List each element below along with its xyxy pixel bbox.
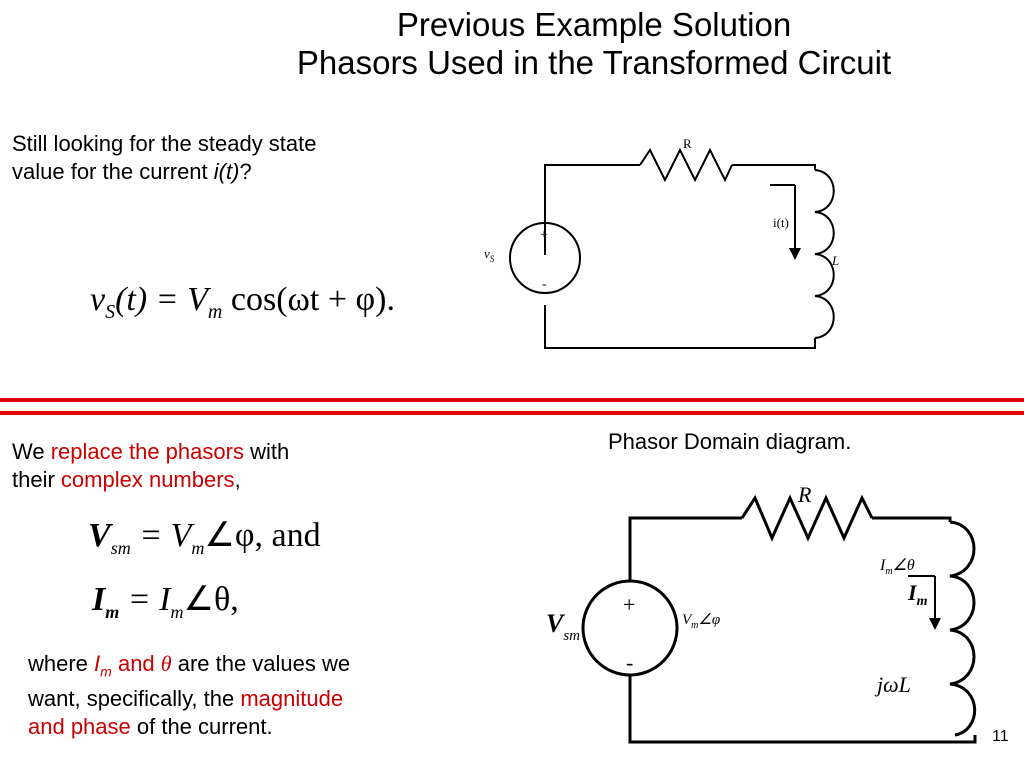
replace-highlight: replace the phasors: [50, 439, 244, 464]
phasor-inductor: [949, 520, 977, 737]
where-I: I: [94, 651, 101, 676]
top-vs-label: vS: [484, 246, 495, 264]
phasor-equation-1: Vsm = Vm∠φ, and: [88, 516, 321, 568]
eq1-sub: sm: [110, 537, 131, 558]
eq1-mid: = V: [130, 517, 192, 554]
phasor-resistor: [740, 494, 874, 542]
phasor-minus-sign: -: [626, 650, 633, 675]
where-I-sub: m: [100, 663, 112, 680]
phasor-vsm-label: Vsm: [546, 609, 580, 644]
eq2-sub: m: [105, 601, 120, 622]
phasor-jwl-label: jωL: [874, 672, 911, 697]
eq-V: V: [187, 281, 208, 318]
top-minus-sign: -: [542, 277, 547, 292]
question-mark: ?: [239, 159, 252, 184]
eq-cos: cos(ωt + φ).: [222, 281, 395, 318]
phasor-equation-2: Im = Im∠θ,: [92, 580, 239, 632]
phasor-vm-phi: Vm∠φ: [682, 612, 720, 631]
eq2-mid: = I: [119, 581, 171, 618]
eq1-sub2: m: [191, 537, 205, 558]
question-line-2: value for the current i(t)?: [12, 158, 432, 186]
where-post: are the values we: [171, 651, 351, 676]
top-wire-left: [544, 164, 640, 255]
top-l-label: L: [831, 253, 839, 268]
replace-line-1: We replace the phasors with: [12, 438, 432, 466]
phasor-wire-right: [872, 516, 952, 522]
phasor-im-bold: Im: [907, 580, 928, 609]
magnitude-highlight: magnitude: [240, 686, 344, 712]
top-circuit-diagram: R i(t) L + - vS: [484, 136, 839, 349]
eq2-tail: ∠θ,: [183, 581, 239, 618]
replace-pre: We: [12, 439, 51, 464]
where-theta: θ: [160, 651, 172, 676]
replace-post: with: [243, 439, 290, 464]
eq-v-sub: S: [105, 300, 116, 323]
top-inductor: [814, 169, 835, 339]
top-current-arrowhead: [789, 248, 801, 260]
top-r-label: R: [683, 136, 692, 151]
complex-numbers-highlight: complex numbers: [60, 467, 235, 492]
divider-rule-1: [0, 398, 1024, 402]
phasor-circuit-diagram: R Im∠θ Im Vm∠φ Vsm + - jωL: [546, 482, 977, 744]
phasor-domain-caption: Phasor Domain diagram.: [608, 429, 852, 454]
eq-V-sub: m: [207, 300, 223, 323]
want-pre: want, specifically, the: [28, 686, 241, 712]
eq-t: (t) =: [115, 281, 188, 318]
phasor-wire-left: [628, 516, 742, 580]
top-wire-right: [732, 164, 816, 170]
slide-title: Previous Example Solution Phasors Used i…: [0, 6, 1024, 82]
page-number: 11: [992, 728, 1009, 745]
of-current-text: of the current.: [130, 714, 273, 740]
title-line-2: Phasors Used in the Transformed Circuit: [296, 44, 892, 81]
eq1-tail: ∠φ, and: [204, 517, 321, 554]
top-resistor: [639, 147, 733, 183]
top-wire-bottom: [544, 305, 816, 349]
where-and: and: [111, 651, 161, 676]
question-line-1: Still looking for the steady state: [12, 131, 317, 156]
where-line-3: and phase of the current.: [28, 713, 468, 741]
replace-phasors-text: We replace the phasors with their comple…: [12, 438, 432, 494]
divider-rule-2: [0, 411, 1024, 415]
phasor-plus-sign: +: [623, 592, 635, 617]
phase-highlight: and phase: [28, 714, 131, 740]
question-text-part: value for the current: [12, 159, 214, 184]
eq2-I: I: [92, 581, 106, 618]
where-line-2: want, specifically, the magnitude: [28, 685, 468, 713]
phasor-voltage-source: [581, 579, 679, 677]
phasor-wire-bottom: [628, 675, 977, 744]
where-text: where Im and θ are the values we want, s…: [28, 650, 468, 741]
title-line-1: Previous Example Solution: [396, 6, 792, 43]
top-plus-sign: +: [540, 228, 548, 243]
top-i-label: i(t): [773, 215, 789, 230]
where-pre: where: [28, 651, 95, 676]
eq2-sub2: m: [170, 601, 184, 622]
top-question-text: Still looking for the steady state value…: [12, 130, 432, 186]
eq-v: v: [90, 281, 106, 318]
replace-line-2: their complex numbers,: [12, 466, 432, 494]
their-text: their: [12, 467, 61, 492]
eq1-V: V: [88, 517, 111, 554]
phasor-r-label: R: [797, 482, 812, 507]
phasor-current-arrowhead: [929, 618, 941, 630]
top-voltage-source: [509, 222, 581, 294]
source-equation: vS(t) = Vm cos(ωt + φ).: [90, 280, 395, 332]
phasor-im-theta: Im∠θ: [879, 557, 915, 577]
where-line-1: where Im and θ are the values we: [28, 650, 468, 685]
current-symbol: i(t): [213, 159, 240, 184]
comma: ,: [234, 467, 241, 492]
